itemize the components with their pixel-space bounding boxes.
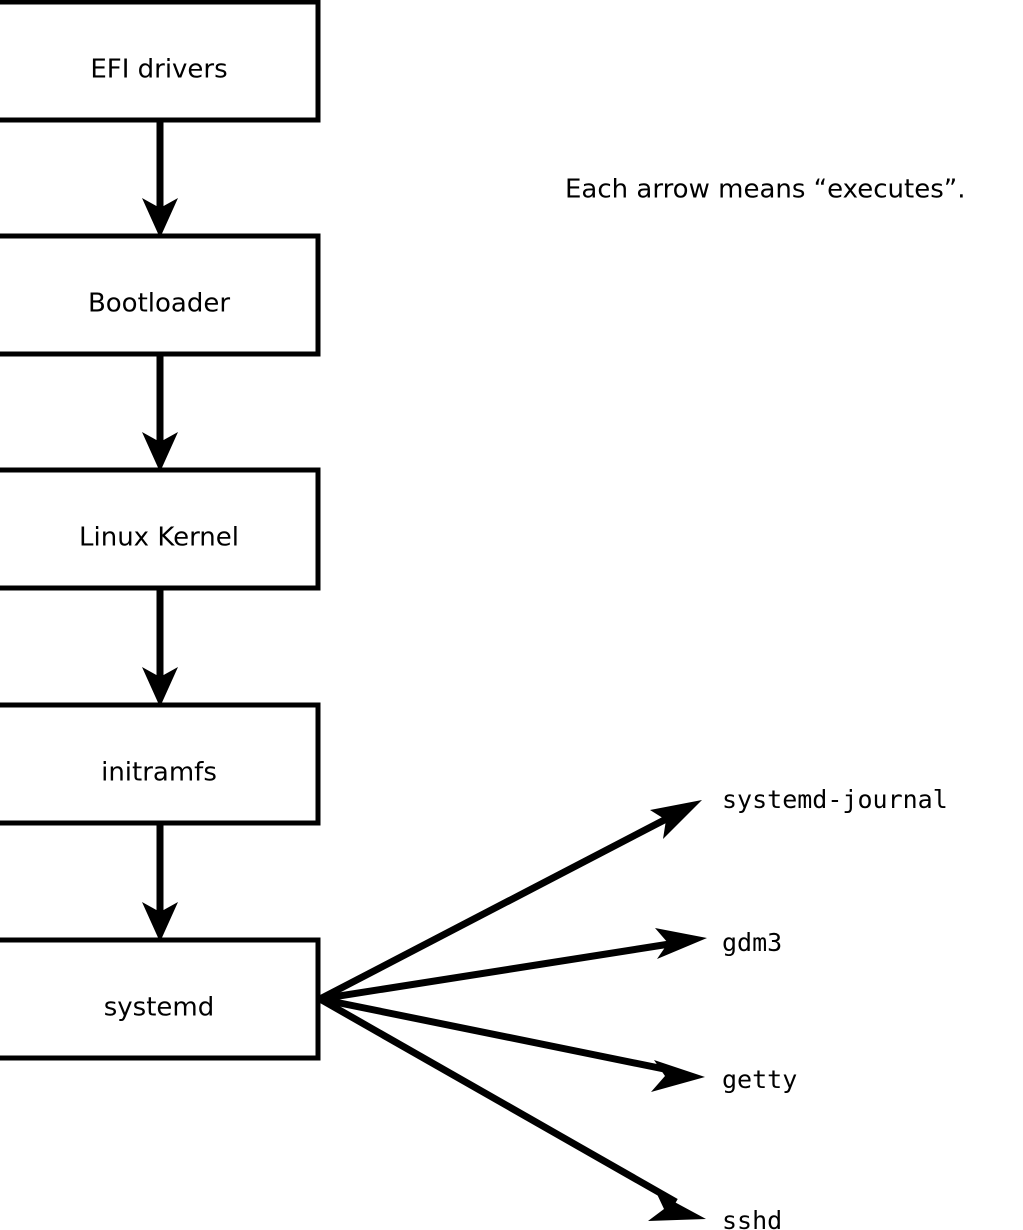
arrow-head bbox=[142, 667, 178, 707]
legend-caption: Each arrow means “executes”. bbox=[565, 175, 966, 205]
arrow-head bbox=[142, 198, 178, 238]
box-rect bbox=[0, 702, 321, 826]
arrow-initramfs-to-systemd bbox=[142, 821, 178, 942]
arrow-efi-drivers-to-bootloader bbox=[142, 118, 178, 238]
leaf-label-getty: getty bbox=[722, 1065, 797, 1094]
box-rect bbox=[0, 0, 321, 123]
box-label: Linux Kernel bbox=[79, 523, 239, 553]
arrow-head bbox=[651, 1060, 705, 1092]
box-label: EFI drivers bbox=[90, 55, 227, 85]
box-rect bbox=[0, 467, 321, 591]
arrow-head bbox=[142, 902, 178, 942]
box-label: initramfs bbox=[101, 758, 217, 788]
process-box-initramfs[interactable]: initramfs bbox=[0, 702, 321, 826]
arrow-systemd-to-systemd-journal bbox=[318, 800, 702, 1003]
process-box-bootloader[interactable]: Bootloader bbox=[0, 233, 321, 357]
process-box-efi-drivers[interactable]: EFI drivers bbox=[0, 0, 321, 123]
arrow-linux-kernel-to-initramfs bbox=[142, 586, 178, 707]
arrow-bootloader-to-linux-kernel bbox=[142, 352, 178, 472]
arrow-shaft bbox=[319, 939, 677, 1003]
process-box-systemd[interactable]: systemd bbox=[0, 937, 321, 1061]
box-rect bbox=[0, 937, 321, 1061]
arrow-shaft bbox=[318, 995, 678, 1206]
arrow-systemd-to-getty bbox=[319, 995, 705, 1092]
arrow-head bbox=[142, 432, 178, 472]
leaf-label-gdm3: gdm3 bbox=[722, 928, 782, 957]
leaf-label-sshd: sshd bbox=[722, 1206, 782, 1230]
arrow-shaft bbox=[318, 812, 674, 1003]
leaf-label-systemd-journal: systemd-journal bbox=[722, 785, 948, 814]
process-box-linux-kernel[interactable]: Linux Kernel bbox=[0, 467, 321, 591]
arrow-shaft bbox=[319, 995, 675, 1075]
box-label: systemd bbox=[104, 993, 215, 1023]
box-label: Bootloader bbox=[88, 289, 230, 319]
arrow-systemd-to-sshd bbox=[318, 995, 706, 1221]
arrow-head bbox=[650, 800, 702, 839]
arrow-head bbox=[655, 928, 707, 959]
arrow-systemd-to-gdm3 bbox=[319, 928, 707, 1003]
box-rect bbox=[0, 233, 321, 357]
arrow-head bbox=[648, 1192, 706, 1221]
